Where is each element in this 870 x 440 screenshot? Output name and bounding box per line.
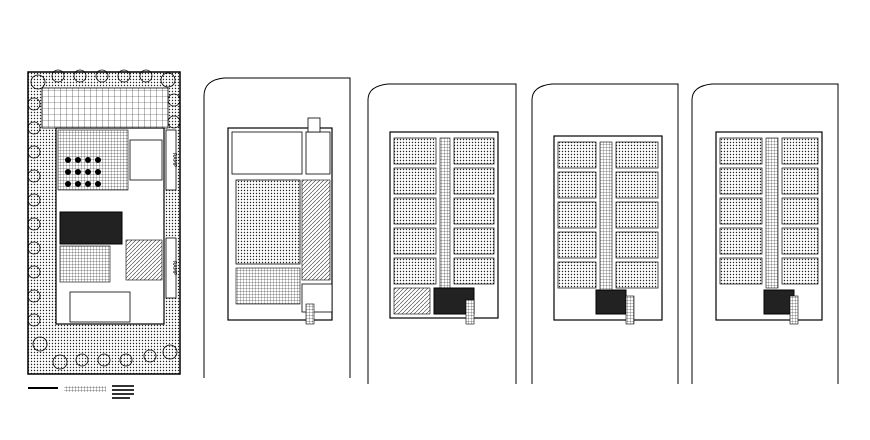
plan-4-corridor — [599, 141, 613, 291]
sheet-border-4 — [531, 83, 679, 384]
plan-3-stair — [465, 299, 475, 325]
plan-5-stair — [789, 295, 799, 325]
hall-grid-block — [59, 245, 111, 283]
typical-floor-sheet-4 — [531, 83, 679, 384]
stage-block — [69, 291, 131, 323]
plan-5-service-dark — [763, 289, 795, 315]
plan-3-service-left — [393, 287, 431, 315]
plan-2-top-right — [305, 131, 331, 175]
plan-4-rooms — [557, 141, 659, 289]
site-plan-sheet: RAMP RAMP — [27, 69, 181, 399]
sheet-border-3 — [367, 83, 517, 384]
ramp-strip-upper — [165, 129, 177, 191]
ramp-strip-lower — [165, 237, 177, 299]
plan-2-dining — [235, 179, 301, 265]
ramp-label-upper: RAMP — [171, 153, 177, 167]
sheet-border-5 — [691, 83, 839, 384]
hall-dark-block — [59, 211, 123, 245]
typical-floor-sheet-3 — [367, 83, 517, 384]
plan-2-side — [301, 179, 331, 281]
dining-tables — [65, 157, 101, 187]
sheet-border-2 — [203, 77, 351, 378]
service-block — [125, 239, 163, 281]
typical-floor-sheet-5 — [691, 83, 839, 384]
plan-2-top-hall — [231, 131, 303, 175]
title-block — [28, 385, 134, 399]
plan-2-lift — [307, 117, 321, 133]
plan-2-bottom — [235, 267, 301, 305]
paved-area — [41, 87, 169, 129]
plan-5-corridor — [765, 137, 779, 289]
ground-floor-sheet — [203, 77, 351, 378]
plan-3-rooms — [393, 137, 495, 285]
plan-4-stair — [625, 295, 635, 325]
ramp-label-lower: RAMP — [171, 261, 177, 275]
plan-3-corridor — [439, 137, 451, 289]
plan-2-stair — [305, 303, 315, 325]
plan-4-service-dark — [595, 289, 627, 315]
kitchen-block — [129, 139, 163, 181]
plan-5-rooms — [719, 137, 819, 285]
